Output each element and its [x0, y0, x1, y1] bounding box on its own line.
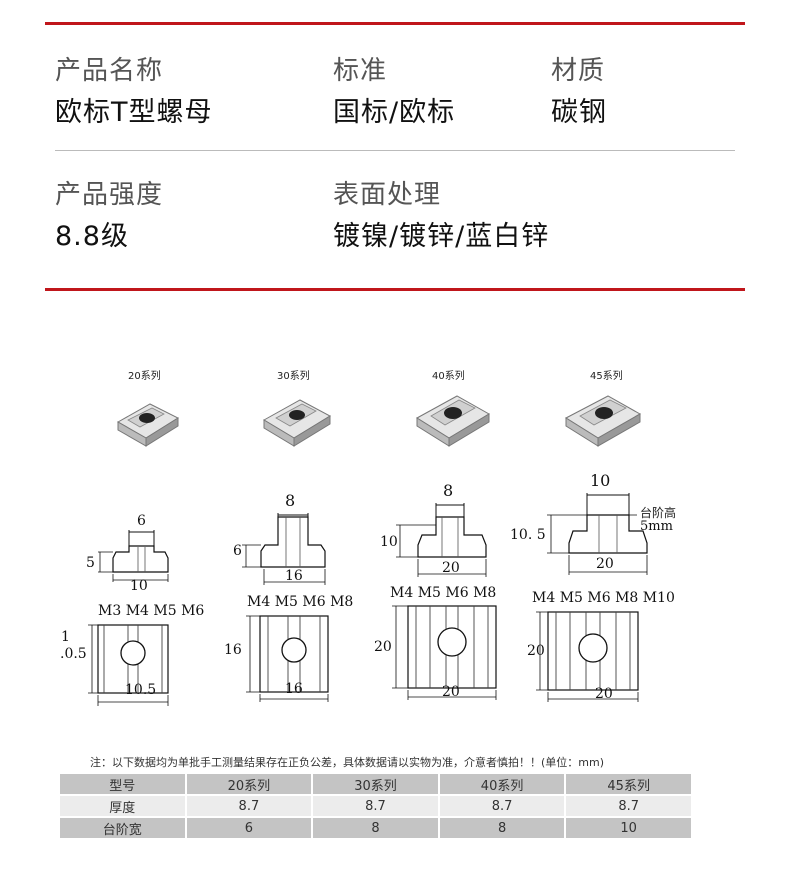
- dim-40-step-height: 10: [380, 534, 398, 550]
- spec-gray-divider: [55, 150, 735, 151]
- dim-45-bottom-width: 20: [595, 686, 613, 702]
- dim-20-bottom-width: 10.5: [125, 682, 157, 698]
- table-header-cell: 20系列: [186, 774, 312, 794]
- strength-label: 产品强度: [55, 180, 164, 210]
- series-label-45: 45系列: [590, 371, 623, 382]
- table-header-cell: 45系列: [566, 774, 691, 794]
- strength-value: 8.8级: [55, 221, 129, 252]
- nut-photo-30: [263, 399, 332, 447]
- dim-40-step-width: 8: [443, 481, 454, 500]
- dim-40-threads: M4 M5 M6 M8: [390, 585, 497, 601]
- dim-45-step-note-1: 台阶高: [640, 506, 677, 520]
- top-red-divider: [45, 22, 745, 25]
- profile-drawing-40: [396, 503, 487, 577]
- dim-20-base-width: 10: [130, 578, 148, 594]
- series-label-40: 40系列: [432, 371, 465, 382]
- dim-30-step-height: 6: [233, 543, 242, 559]
- dim-45-step-width: 10: [590, 471, 611, 490]
- surface-label: 表面处理: [333, 180, 442, 210]
- standard-value: 国标/欧标: [333, 97, 456, 128]
- dim-45-side-height: 20: [527, 643, 545, 659]
- top-drawing-40: [392, 605, 497, 700]
- dim-40-base-width: 20: [442, 560, 460, 576]
- table-cell: 8.7: [186, 796, 312, 816]
- standard-label: 标准: [333, 56, 388, 86]
- table-cell: 8: [439, 818, 565, 838]
- dim-20-side-top: 1: [61, 629, 70, 645]
- dim-45-base-width: 20: [596, 556, 614, 572]
- top-drawing-20: [88, 624, 169, 706]
- table-header-row: 型号 20系列 30系列 40系列 45系列: [60, 774, 691, 794]
- dim-20-step-width: 6: [137, 513, 146, 529]
- profile-drawing-20: [98, 530, 169, 582]
- dim-45-threads: M4 M5 M6 M8 M10: [532, 590, 675, 606]
- table-cell: 台阶宽: [60, 818, 185, 838]
- table-row: 台阶宽 6 8 8 10: [60, 818, 691, 838]
- dim-45-step-height: 10. 5: [510, 527, 546, 543]
- table-cell: 8.7: [439, 796, 565, 816]
- table-cell: 8: [313, 818, 438, 838]
- table-cell: 厚度: [60, 796, 185, 816]
- profile-drawing-45: [547, 493, 648, 575]
- dim-30-side-height: 16: [224, 642, 242, 658]
- table-header-cell: 型号: [60, 774, 185, 794]
- dim-30-base-width: 16: [285, 568, 303, 584]
- table-cell: 6: [186, 818, 312, 838]
- dim-40-side-height: 20: [374, 639, 392, 655]
- dim-45-step-note-2: 5mm: [640, 519, 673, 534]
- material-value: 碳钢: [551, 97, 607, 128]
- nut-photo-45: [564, 395, 642, 447]
- dim-40-bottom-width: 20: [442, 684, 460, 700]
- measurement-note: 注：以下数据均为单批手工测量结果存在正负公差，具体数据请以实物为准，介意者慎拍！…: [90, 756, 605, 769]
- table-row: 厚度 8.7 8.7 8.7 8.7: [60, 796, 691, 816]
- nut-photo-40: [416, 395, 490, 447]
- table-cell: 8.7: [566, 796, 691, 816]
- table-cell: 10: [566, 818, 691, 838]
- dim-30-threads: M4 M5 M6 M8: [247, 594, 354, 610]
- spec-table: 型号 20系列 30系列 40系列 45系列 厚度 8.7 8.7 8.7 8.…: [58, 772, 693, 840]
- dim-30-step-width: 8: [285, 491, 296, 510]
- top-drawing-45: [536, 611, 639, 702]
- table-header-cell: 40系列: [439, 774, 565, 794]
- dim-30-bottom-width: 16: [285, 681, 303, 697]
- product-name-value: 欧标T型螺母: [55, 97, 213, 128]
- product-name-label: 产品名称: [55, 56, 164, 86]
- series-label-30: 30系列: [277, 371, 310, 382]
- dim-20-side-height: .0.5: [60, 646, 87, 662]
- nut-photo-20: [116, 403, 180, 447]
- table-cell: 8.7: [313, 796, 438, 816]
- surface-value: 镀镍/镀锌/蓝白锌: [333, 221, 550, 252]
- bottom-red-divider: [45, 288, 745, 291]
- series-label-20: 20系列: [128, 371, 161, 382]
- dim-20-threads: M3 M4 M5 M6: [98, 603, 205, 619]
- top-drawing-30: [246, 615, 329, 702]
- table-header-cell: 30系列: [313, 774, 438, 794]
- dim-20-step-height: 5: [86, 555, 95, 571]
- profile-drawing-30: [242, 513, 326, 585]
- material-label: 材质: [551, 56, 606, 86]
